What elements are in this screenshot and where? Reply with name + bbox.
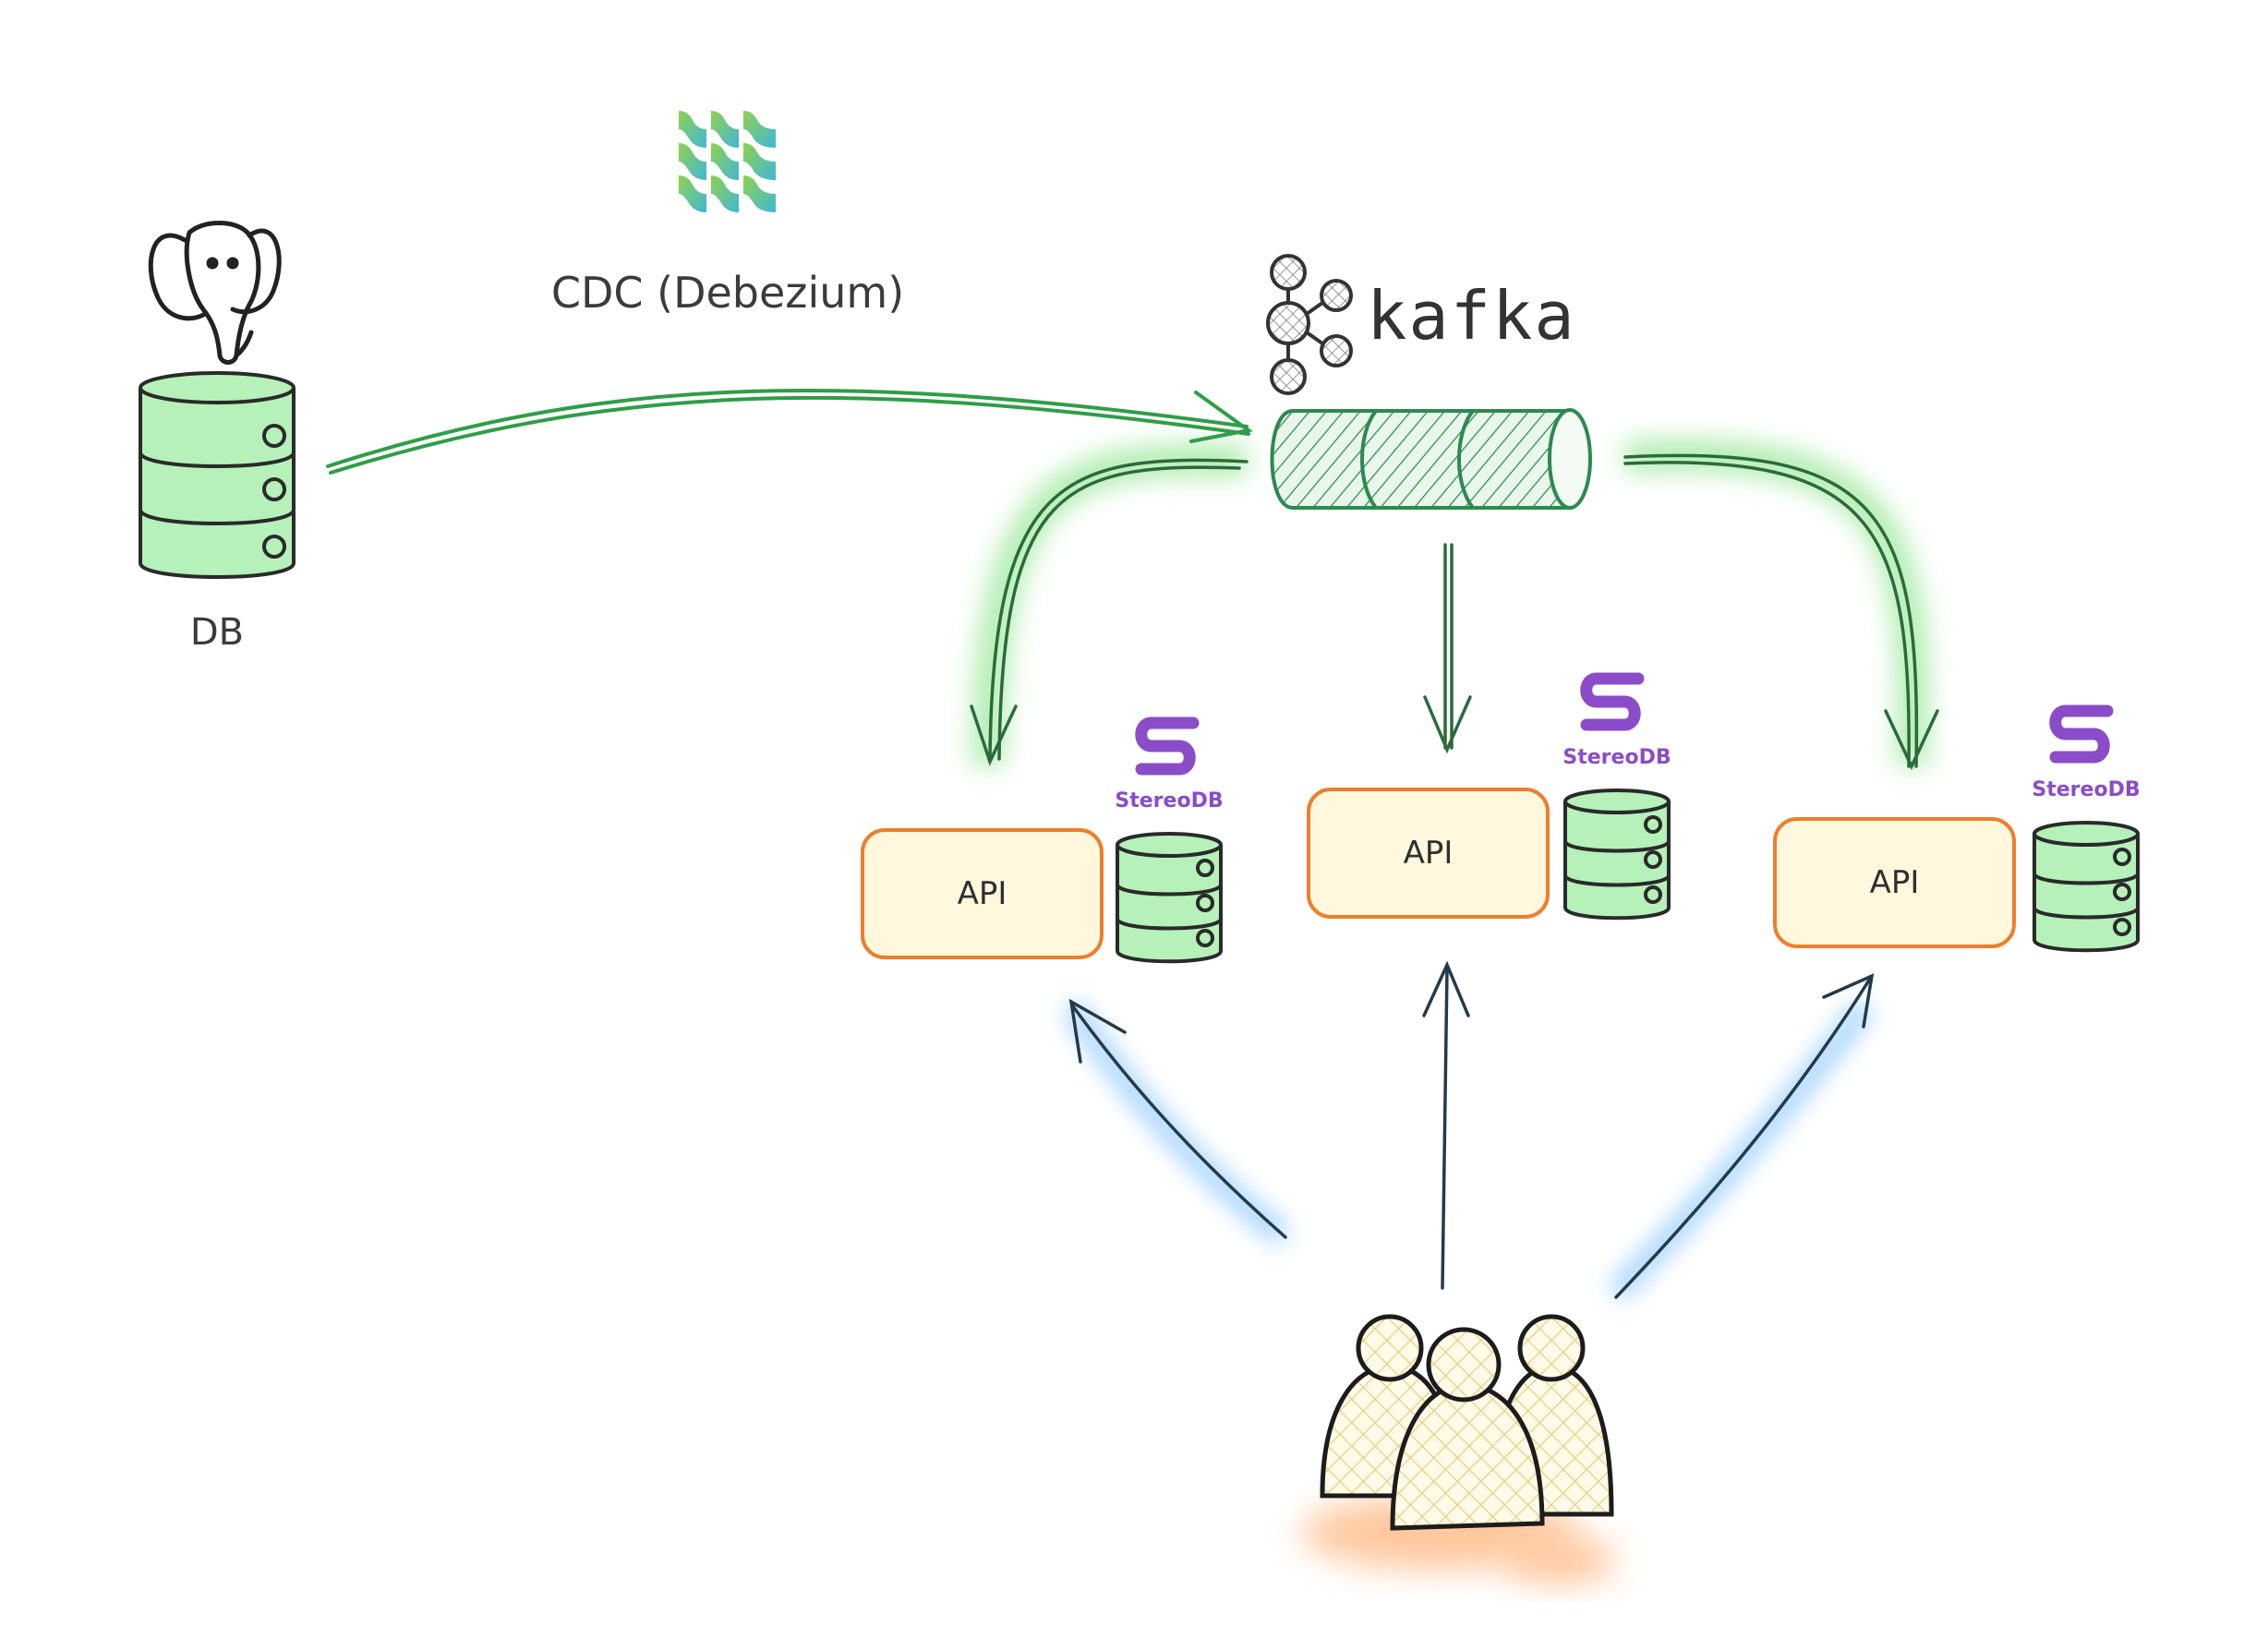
postgres-elephant-icon bbox=[148, 221, 282, 365]
api-db-icon-3 bbox=[2033, 821, 2140, 953]
stereodb-label-1: StereoDB bbox=[1115, 789, 1224, 812]
kafka-logo-icon bbox=[1266, 254, 1353, 395]
stereodb-s-icon bbox=[2049, 704, 2114, 764]
kafka-label: kafka bbox=[1367, 277, 1576, 355]
stereodb-s-icon bbox=[1580, 672, 1645, 731]
api-db-icon-2 bbox=[1563, 788, 1671, 921]
api-db-icon-1 bbox=[1116, 832, 1223, 964]
db-label: DB bbox=[189, 611, 245, 654]
stereodb-label-2: StereoDB bbox=[1562, 746, 1671, 769]
api-node-2: API bbox=[1307, 788, 1550, 919]
cdc-flow-arrow bbox=[326, 388, 1253, 475]
users-group-icon bbox=[1320, 1314, 1614, 1531]
kafka-topic-icon bbox=[1270, 408, 1592, 510]
api-node-1: API bbox=[861, 828, 1104, 959]
api-node-3: API bbox=[1773, 817, 2016, 948]
cdc-label: CDC (Debezium) bbox=[550, 268, 905, 318]
stereodb-s-icon bbox=[1135, 716, 1200, 776]
source-db-icon bbox=[139, 371, 296, 579]
kafka-to-api-arrows bbox=[970, 453, 1939, 771]
debezium-logo-icon bbox=[679, 111, 776, 212]
stereodb-label-3: StereoDB bbox=[2032, 778, 2141, 801]
request-arrows bbox=[1068, 960, 1875, 1299]
